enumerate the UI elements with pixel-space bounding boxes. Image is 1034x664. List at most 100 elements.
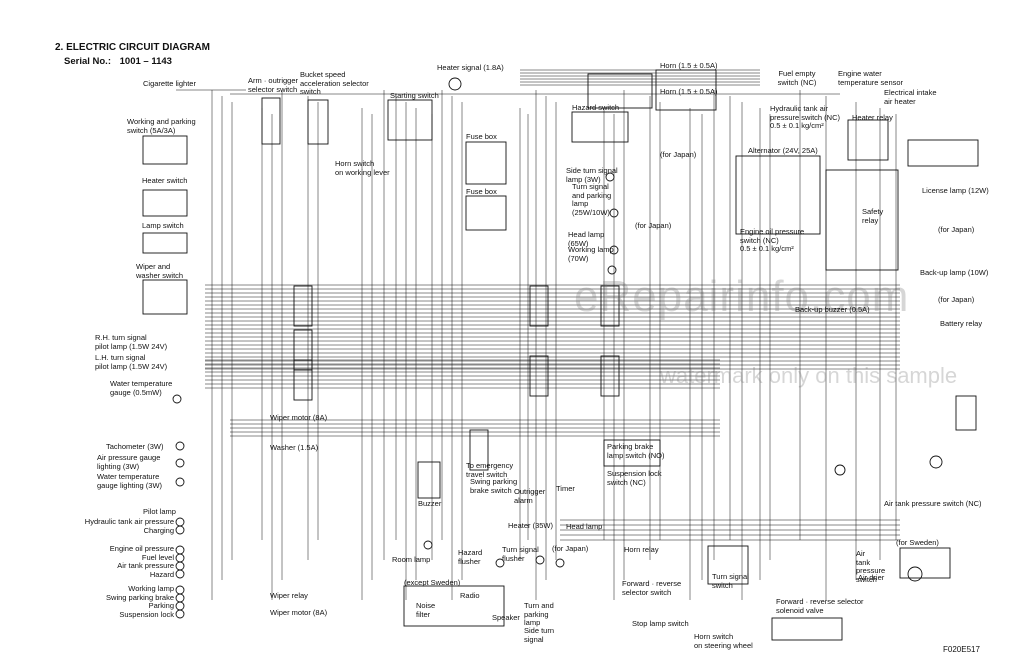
label-turn-parking-lamp-2: Turn and parking lamp bbox=[524, 601, 554, 627]
serial-label: Serial No.: bbox=[64, 56, 111, 67]
label-backup-lamp: Back-up lamp (10W) bbox=[920, 268, 989, 277]
fr-solenoid-block bbox=[771, 617, 843, 641]
label-side-turn-lamp: Side turn signal lamp (3W) bbox=[566, 166, 618, 184]
label-safety-relay: Safety relay bbox=[862, 207, 884, 225]
lamp-symbol bbox=[555, 558, 565, 568]
starting-switch-block bbox=[387, 99, 433, 141]
horn-relay-box bbox=[587, 73, 653, 109]
connector-block bbox=[293, 359, 313, 401]
fuse-box-1-block bbox=[465, 141, 507, 185]
label-turn-signal-switch: Turn signal switch bbox=[712, 572, 749, 590]
battery-block bbox=[955, 395, 977, 431]
connector-block bbox=[469, 429, 489, 471]
label-parking-brake-switch: Parking brake lamp switch (NO) bbox=[607, 442, 665, 460]
fuse-box-2-block bbox=[465, 195, 507, 231]
label-for-sweden: (for Sweden) bbox=[896, 538, 939, 547]
label-swing-parking-switch: Swing parking brake switch bbox=[470, 477, 518, 495]
label-side-turn-signal: Side turn signal bbox=[524, 626, 555, 644]
page-title: 2. ELECTRIC CIRCUIT DIAGRAM bbox=[55, 42, 210, 53]
label-suspension-lock-switch: Suspension lock switch (NC) bbox=[607, 469, 662, 487]
label-lamp-switch: Lamp switch bbox=[142, 221, 184, 230]
connector-block bbox=[293, 329, 313, 371]
connector-block bbox=[529, 355, 549, 397]
lamp-symbol bbox=[175, 517, 185, 527]
watermark-sub: watermark only on this sample bbox=[660, 363, 958, 388]
label-license-lamp: License lamp (12W) bbox=[922, 186, 989, 195]
label-air-tank-switch-2: Air tank pressure switch bbox=[856, 549, 886, 584]
label-wiper-motor-2: Wiper motor (8A) bbox=[270, 608, 328, 617]
label-except-sweden: (except Sweden) bbox=[404, 578, 461, 587]
arm-selector-block bbox=[261, 97, 281, 145]
component-symbols bbox=[142, 69, 979, 641]
lamp-symbol bbox=[175, 545, 185, 555]
lamp-symbol bbox=[175, 477, 185, 487]
lamp-symbol bbox=[175, 609, 185, 619]
lamp-symbol bbox=[175, 525, 185, 535]
label-noise-filter: Noise filter bbox=[416, 601, 436, 619]
bucket-selector-block bbox=[307, 99, 329, 145]
connector-block bbox=[600, 285, 620, 327]
heater-switch-block bbox=[142, 189, 188, 217]
label-working-lamp-70: Working lamp (70W) bbox=[568, 245, 614, 263]
buzzer-block bbox=[417, 461, 441, 499]
safety-relay-block bbox=[825, 169, 899, 271]
label-air-pressure-gauge: Air pressure gauge lighting (3W) bbox=[97, 453, 161, 471]
label-horn-switch-wheel: Horn switch on steering wheel bbox=[694, 632, 753, 650]
label-wiper-relay: Wiper relay bbox=[270, 591, 308, 600]
label-battery-relay: Battery relay bbox=[940, 319, 983, 328]
air-drier-block bbox=[899, 547, 951, 579]
heater-signal-symbol bbox=[448, 77, 462, 91]
lamp-symbol bbox=[423, 540, 433, 550]
label-pilot-items: Hydraulic tank air pressure Charging bbox=[84, 517, 174, 535]
connector-block bbox=[600, 355, 620, 397]
heater-relay-block bbox=[847, 119, 889, 161]
label-bucket-speed: Bucket speed acceleration selector switc… bbox=[300, 70, 369, 96]
lamp-symbol bbox=[609, 208, 619, 218]
label-washer: Washer (1.5A) bbox=[270, 443, 319, 452]
label-for-japan-5: (for Japan) bbox=[552, 544, 589, 553]
lamp-symbol bbox=[535, 555, 545, 565]
label-pilot-lamp: Pilot lamp bbox=[143, 507, 176, 516]
label-fr-solenoid: Forward · reverse selector solenoid valv… bbox=[776, 597, 864, 615]
label-wiper-motor-1: Wiper motor (8A) bbox=[270, 413, 328, 422]
lamp-symbol bbox=[607, 265, 617, 275]
radio-box bbox=[403, 585, 505, 627]
label-horn-switch: Horn switch on working lever bbox=[335, 159, 390, 177]
label-speaker: Speaker bbox=[492, 613, 520, 622]
label-wiper-washer-switch: Wiper and washer switch bbox=[136, 262, 184, 280]
label-heater-signal: Heater signal (1.8A) bbox=[437, 63, 504, 72]
connector-block bbox=[293, 285, 313, 327]
hazard-switch-block bbox=[571, 111, 629, 143]
horn-box bbox=[655, 69, 717, 111]
label-for-japan-1: (for Japan) bbox=[660, 150, 697, 159]
lamp-symbol bbox=[929, 455, 943, 469]
label-turn-flusher: Turn signal flusher bbox=[502, 545, 539, 563]
label-heater-relay: Heater relay bbox=[852, 113, 893, 122]
label-lh-turn: L.H. turn signal pilot lamp (1.5W 24V) bbox=[95, 353, 168, 371]
lamp-symbol bbox=[175, 593, 185, 603]
alternator-block bbox=[735, 155, 821, 235]
label-horn-relay: Horn relay bbox=[624, 545, 659, 554]
watermark-main: eRepairinfo.com bbox=[574, 272, 910, 321]
lamp-symbol bbox=[175, 569, 185, 579]
label-horn-1: Horn (1.5 ± 0.5A) bbox=[660, 61, 718, 70]
parking-brake-block bbox=[603, 439, 661, 467]
label-turn-parking-lamp: Turn signal and parking lamp (25W/10W) bbox=[572, 182, 612, 217]
label-water-temp-gauge: Water temperature gauge (0.5mW) bbox=[110, 379, 173, 397]
air-drier-symbol bbox=[907, 566, 923, 582]
working-parking-switch-block bbox=[142, 135, 188, 165]
label-hyd-tank-switch: Hydraulic tank air pressure switch (NC) … bbox=[770, 104, 841, 130]
serial-range: 1001 – 1143 bbox=[119, 56, 172, 67]
label-air-drier: Air drier bbox=[858, 573, 885, 582]
turn-signal-switch-block bbox=[707, 545, 749, 585]
serial-number: Serial No.: 1001 – 1143 bbox=[64, 56, 172, 67]
lamp-switch-block bbox=[142, 232, 188, 254]
label-fuel-empty: Fuel empty switch (NC) bbox=[777, 69, 817, 87]
lamp-symbol bbox=[175, 441, 185, 451]
lamp-symbol bbox=[495, 558, 505, 568]
lamp-symbol bbox=[834, 464, 846, 476]
label-buzzer: Buzzer bbox=[418, 499, 442, 508]
label-radio: Radio bbox=[460, 591, 480, 600]
label-engine-oil-switch: Engine oil pressure switch (NC) 0.5 ± 0.… bbox=[740, 227, 805, 253]
